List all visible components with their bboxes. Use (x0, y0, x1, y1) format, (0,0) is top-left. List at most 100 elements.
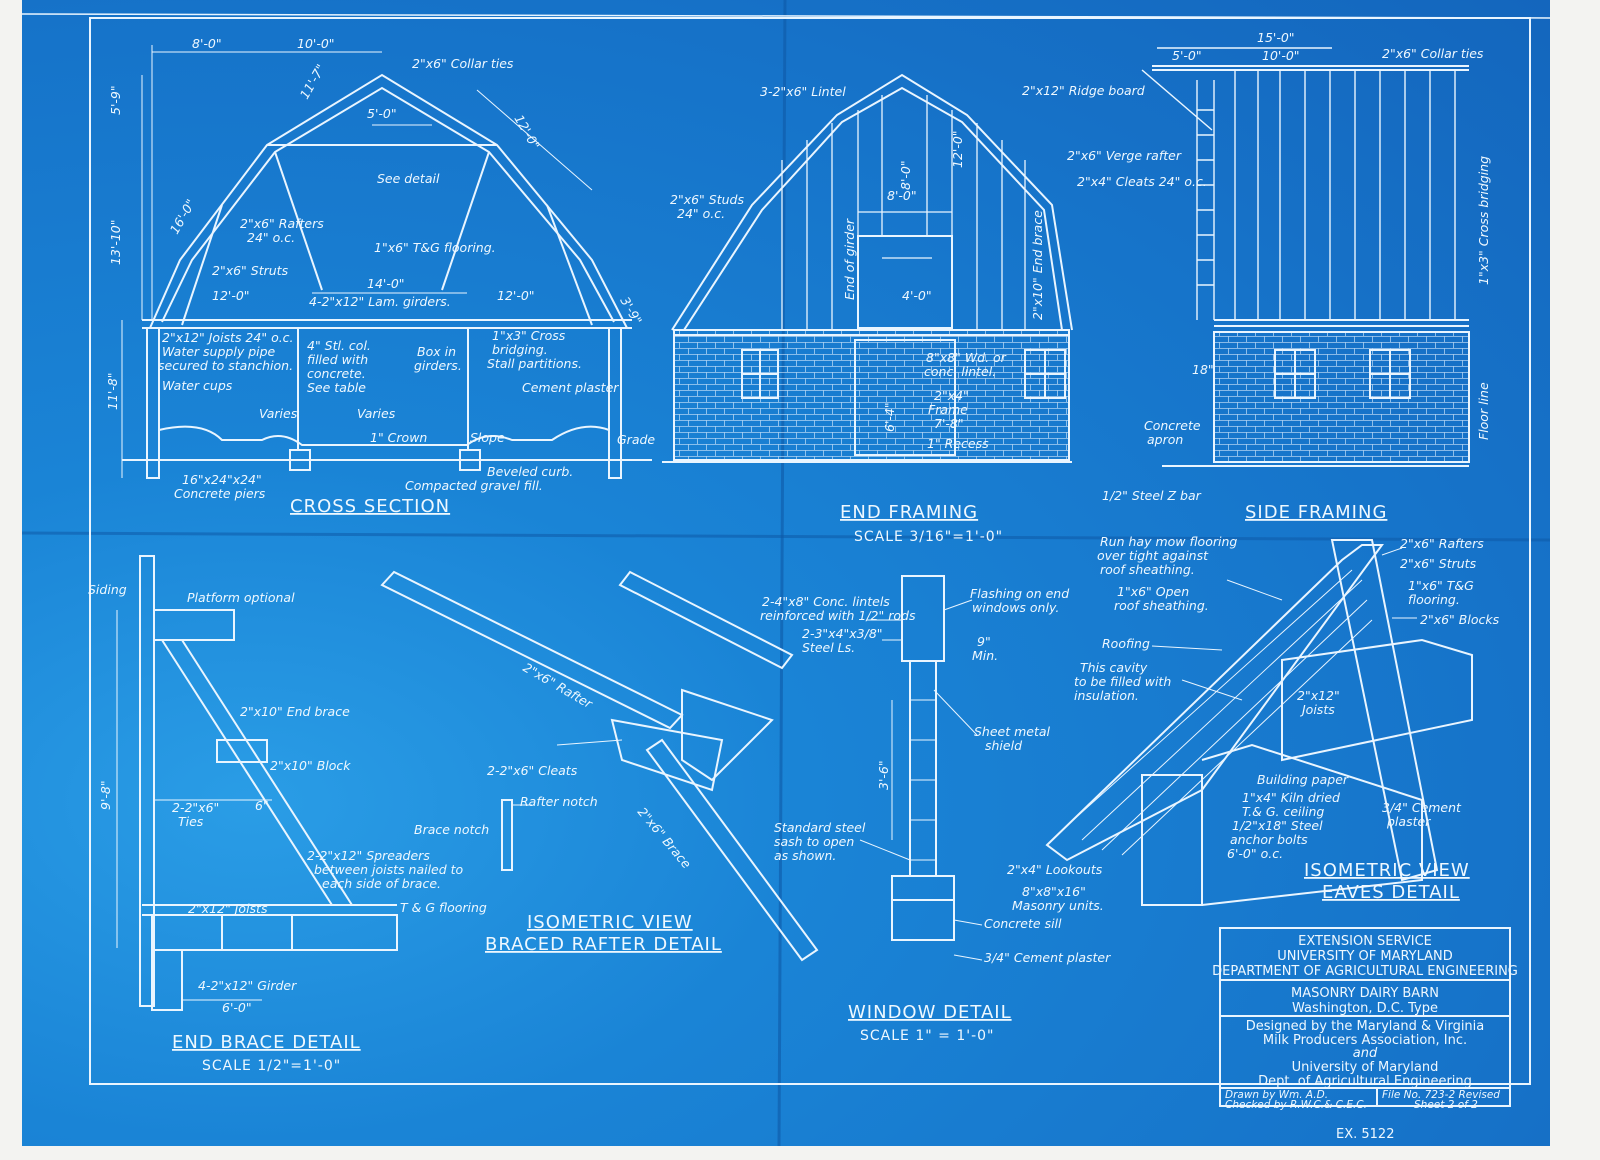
ef-dim-6ft4: 6'-4" (882, 402, 897, 432)
sf-dim-18in: 18" (1192, 362, 1214, 377)
wd-flashing-2: windows only. (972, 600, 1059, 615)
ef-lintel: 3-2"x6" Lintel (760, 84, 846, 99)
sf-cross-bridging: 1"x3" Cross bridging (1476, 156, 1491, 285)
ed-joists-size: 2"x12" (1297, 688, 1340, 703)
cs-box-in: Box in (417, 344, 456, 359)
eb-spreaders-2: between joists nailed to (314, 862, 464, 877)
sf-dim-5ft: 5'-0" (1172, 48, 1202, 63)
ed-anchor: 1/2"x18" Steel (1232, 818, 1323, 833)
tb-project: MASONRY DAIRY BARN (1291, 986, 1439, 1001)
eaves-detail: Run hay mow flooring over tight against … (1007, 534, 1500, 913)
cs-struts: 2"x6" Struts (212, 263, 289, 278)
ef-frame-size: 2"x4" (934, 388, 969, 403)
tb-designed-3: and (1353, 1046, 1378, 1061)
cs-see-detail: See detail (377, 171, 440, 186)
wd-concrete-sill: Concrete sill (984, 916, 1062, 931)
cs-dim-5ft9: 5'-9" (108, 85, 123, 115)
tb-type: Washington, D.C. Type (1292, 1001, 1438, 1016)
ef-dim-8ft-b: 8'-0" (887, 188, 917, 203)
ed-masonry: Masonry units. (1012, 898, 1104, 913)
ef-dim-12ft: 12'-0" (950, 130, 965, 168)
ed-rafters: 2"x6" Rafters (1400, 536, 1484, 551)
ed-roofing: Roofing (1102, 636, 1150, 651)
eb-ties-size: 2-2"x6" (172, 800, 219, 815)
ef-frame: Frame (928, 402, 968, 417)
cs-piers: Concrete piers (174, 486, 266, 501)
ed-kiln-dried: 1"x4" Kiln dried (1242, 790, 1340, 805)
tb-designed-4: University of Maryland (1292, 1060, 1439, 1075)
br-brace-notch: Brace notch (414, 822, 489, 837)
cs-beveled-curb: Beveled curb. (487, 464, 573, 479)
cs-water-cups: Water cups (162, 378, 233, 393)
cs-steel-col: 4" Stl. col. (307, 338, 371, 353)
cs-grade: Grade (617, 432, 655, 447)
wd-steel-size: 2-3"x4"x3/8" (802, 626, 883, 641)
ef-end-brace: 2"x10" End brace (1030, 210, 1045, 320)
tb-designed-5: Dept. of Agricultural Engineering (1258, 1074, 1472, 1089)
ed-plaster: plaster (1386, 814, 1431, 829)
tb-designed-1: Designed by the Maryland & Virginia (1246, 1019, 1485, 1034)
ed-anchor-oc: 6'-0" o.c. (1227, 846, 1283, 861)
end-framing-masonry (674, 330, 1069, 460)
eb-spreaders-3: each side of brace. (322, 876, 441, 891)
cs-joists: 2"x12" Joists 24" o.c. (162, 330, 294, 345)
cs-dim-3ft9: 3'-9" (617, 294, 645, 327)
cs-dim-12ft-c: 12'-0" (497, 288, 535, 303)
cs-rafters-oc: 24" o.c. (247, 230, 295, 245)
tb-drawn: Drawn by Wm. A.D. (1225, 1089, 1328, 1101)
wd-lintels: 2-4"x8" Conc. lintels (762, 594, 890, 609)
cs-see-table: See table (307, 380, 366, 395)
cs-rafters: 2"x6" Rafters (240, 216, 324, 231)
eb-joists: 2"x12" Joists (188, 901, 268, 916)
ed-hay-mow-3: roof sheathing. (1100, 562, 1195, 577)
sf-dim-15ft: 15'-0" (1257, 30, 1295, 45)
window-detail-scale: SCALE 1" = 1'-0" (860, 1028, 994, 1044)
eb-ties: Ties (178, 814, 204, 829)
cs-crown: 1" Crown (370, 430, 427, 445)
eb-siding: Siding (88, 582, 127, 597)
end-framing-scale: SCALE 3/16"=1'-0" (854, 529, 1003, 545)
cs-slope: Slope (470, 430, 505, 445)
cross-section-view: 8'-0" 10'-0" 2"x6" Collar ties 11'-7" 5'… (105, 36, 655, 517)
title-block: EXTENSION SERVICE UNIVERSITY OF MARYLAND… (1212, 927, 1518, 1142)
cs-collar-ties: 2"x6" Collar ties (412, 56, 514, 71)
braced-rafter-title-1: ISOMETRIC VIEW (527, 912, 693, 933)
wd-min: Min. (972, 648, 998, 663)
sheet-number: EX. 5122 (1336, 1127, 1394, 1142)
vertical-fold (777, 0, 787, 1146)
cs-piers-size: 16"x24"x24" (182, 472, 262, 487)
wd-sash-open: sash to open (774, 834, 854, 849)
wd-dim-3ft6: 3'-6" (876, 760, 891, 790)
ed-insulation: insulation. (1074, 688, 1139, 703)
cross-section-title: CROSS SECTION (290, 496, 450, 517)
wd-flashing: Flashing on end (970, 586, 1069, 601)
cs-gravel: Compacted gravel fill. (405, 478, 543, 493)
ed-cavity: This cavity (1080, 660, 1148, 675)
br-cleats: 2-2"x6" Cleats (487, 763, 578, 778)
end-framing-title: END FRAMING (840, 502, 978, 523)
ed-ceiling: T.& G. ceiling (1242, 804, 1324, 819)
tb-sheet: Sheet 2 of 2 (1414, 1099, 1478, 1111)
cs-box-girders: girders. (414, 358, 462, 373)
tb-extension-service: EXTENSION SERVICE (1298, 934, 1432, 949)
ed-cavity-2: to be filled with (1074, 674, 1171, 689)
eb-dim-6ft: 6'-0" (222, 1000, 252, 1015)
eb-flooring: T & G flooring (400, 900, 487, 915)
wd-as-shown: as shown. (774, 848, 836, 863)
cs-dim-8ft: 8'-0" (192, 36, 222, 51)
ed-open-sheathing-2: roof sheathing. (1114, 598, 1209, 613)
sf-verge-rafter: 2"x6" Verge rafter (1067, 148, 1182, 163)
eb-dim-6in: 6" (255, 798, 269, 813)
ed-cement: 3/4" Cement (1382, 800, 1462, 815)
cs-cross-bridging: 1"x3" Cross (492, 328, 566, 343)
eb-block: 2"x10" Block (270, 758, 351, 773)
ed-open-sheathing: 1"x6" Open (1117, 584, 1189, 599)
ef-frame-dim: 7'-8" (934, 416, 964, 431)
wd-dim-9in: 9" (977, 634, 991, 649)
wd-lintels-rods: reinforced with 1/2" rods (760, 608, 916, 623)
end-brace-detail: Siding Platform optional 2"x10" End brac… (88, 555, 487, 1074)
blueprint-drawing: 8'-0" 10'-0" 2"x6" Collar ties 11'-7" 5'… (22, 0, 1550, 1146)
side-framing-masonry (1214, 332, 1469, 462)
ed-tg: 1"x6" T&G (1408, 578, 1474, 593)
sf-apron: apron (1147, 432, 1183, 447)
